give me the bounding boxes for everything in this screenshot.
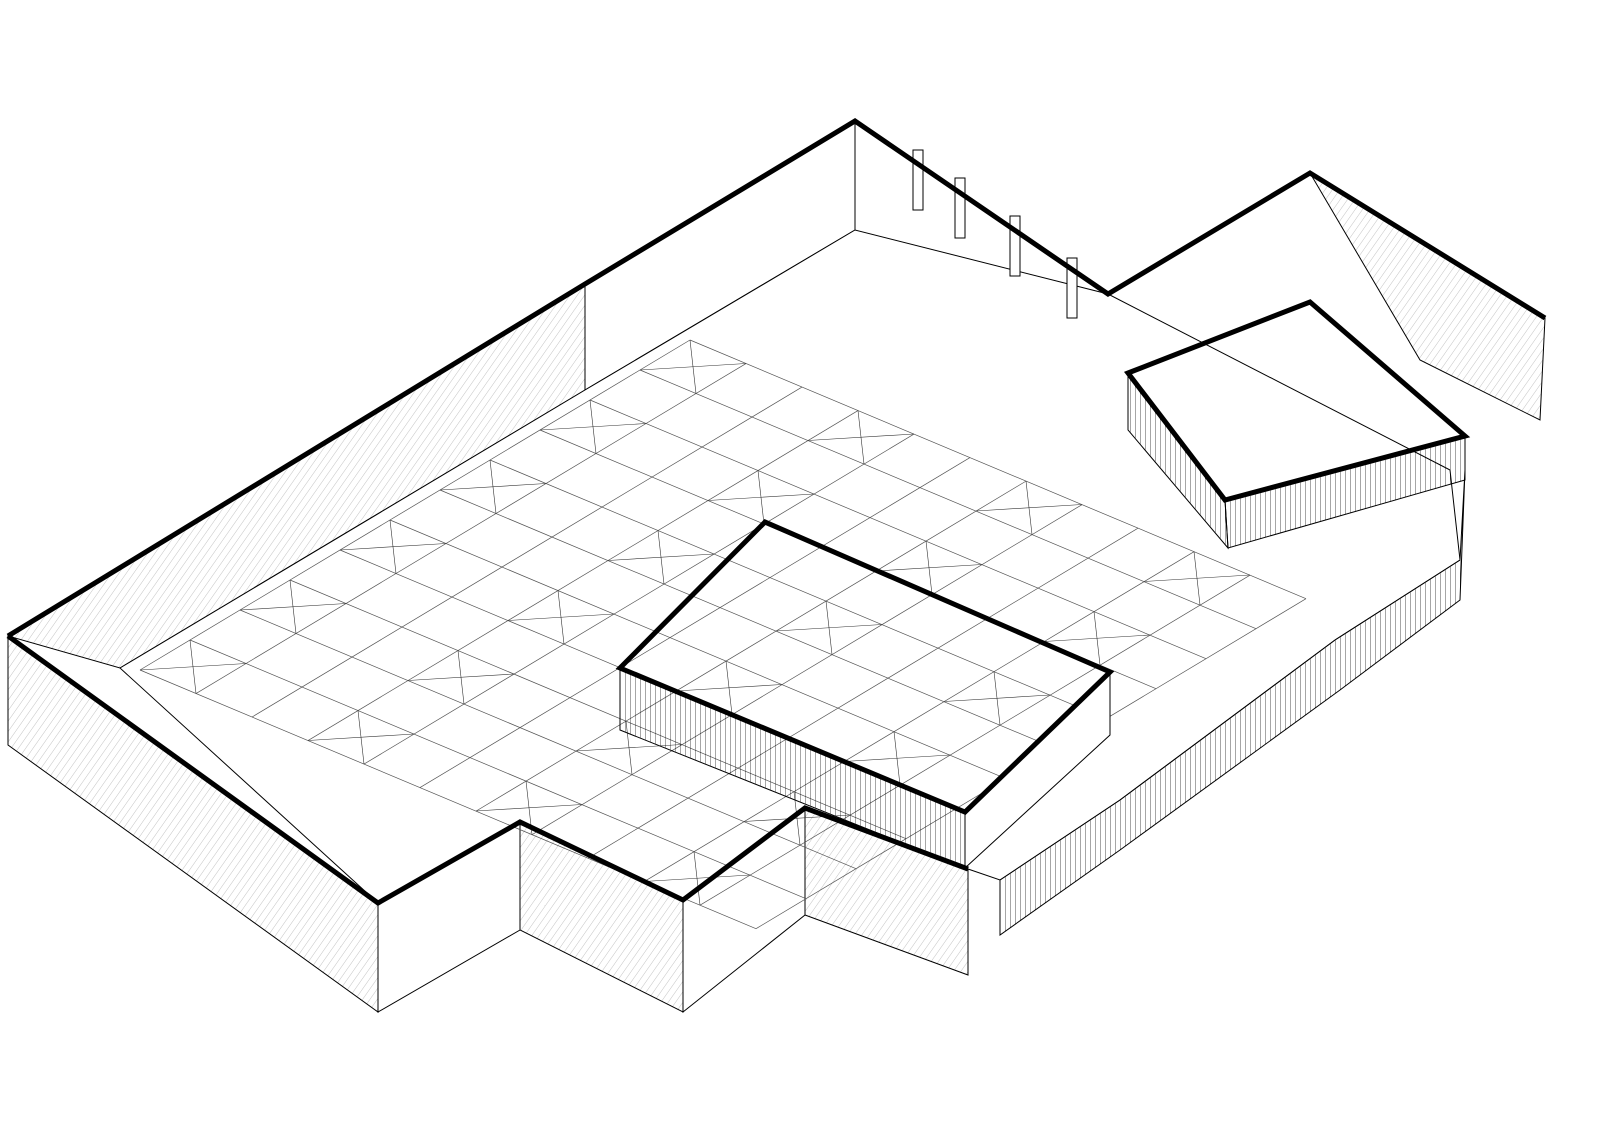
chimney-stack bbox=[954, 177, 966, 239]
cross-brace bbox=[825, 600, 833, 655]
cross-brace bbox=[1093, 611, 1101, 666]
beam bbox=[239, 609, 857, 870]
roof-plate bbox=[119, 229, 1461, 904]
cross-brace bbox=[357, 710, 365, 765]
beam bbox=[699, 574, 1251, 906]
cross-brace bbox=[557, 590, 565, 645]
chimney-stack bbox=[1009, 215, 1021, 277]
cross-brace bbox=[689, 339, 697, 394]
chimney-stacks bbox=[912, 149, 1078, 319]
beam bbox=[643, 551, 1195, 882]
beam bbox=[689, 339, 1307, 600]
cross-brace bbox=[993, 671, 1001, 726]
beam bbox=[439, 489, 1057, 750]
volume-box-front bbox=[615, 519, 1115, 870]
cross-brace bbox=[389, 519, 397, 574]
beam bbox=[639, 369, 1257, 630]
cross-brace bbox=[489, 459, 497, 514]
cross-brace bbox=[457, 650, 465, 705]
beam bbox=[475, 480, 1027, 812]
beam bbox=[189, 639, 807, 900]
beam bbox=[251, 386, 803, 718]
building-outline bbox=[6, 633, 969, 906]
cross-brace bbox=[725, 660, 733, 715]
cross-brace bbox=[589, 399, 597, 454]
beam bbox=[489, 459, 1107, 720]
cross-brace bbox=[1193, 551, 1201, 606]
cross-brace bbox=[757, 470, 765, 525]
beam bbox=[195, 363, 747, 694]
cross-brace bbox=[1025, 480, 1033, 535]
beam bbox=[587, 527, 1139, 859]
beam bbox=[531, 504, 1083, 835]
chimney-stack bbox=[912, 149, 924, 211]
facade-screens bbox=[999, 469, 1466, 936]
beam bbox=[419, 457, 971, 788]
chimney-stack bbox=[1066, 257, 1078, 319]
beam bbox=[389, 519, 1007, 780]
cross-brace bbox=[925, 540, 933, 595]
beam bbox=[139, 339, 691, 671]
cross-brace bbox=[657, 530, 665, 585]
beam bbox=[589, 399, 1207, 660]
building-outline-back bbox=[6, 118, 1547, 639]
screen-facade-right bbox=[999, 469, 1466, 936]
cross-brace bbox=[857, 410, 865, 465]
volume-box-right bbox=[1123, 299, 1471, 550]
beam bbox=[363, 433, 915, 765]
cross-brace bbox=[693, 851, 701, 906]
box-front-outline bbox=[615, 519, 1115, 815]
box-right-outline bbox=[1123, 299, 1471, 503]
exterior-walls bbox=[6, 120, 1546, 1014]
cross-brace bbox=[893, 731, 901, 786]
cross-brace bbox=[189, 639, 197, 694]
cross-brace bbox=[289, 579, 297, 634]
beam bbox=[307, 410, 859, 741]
